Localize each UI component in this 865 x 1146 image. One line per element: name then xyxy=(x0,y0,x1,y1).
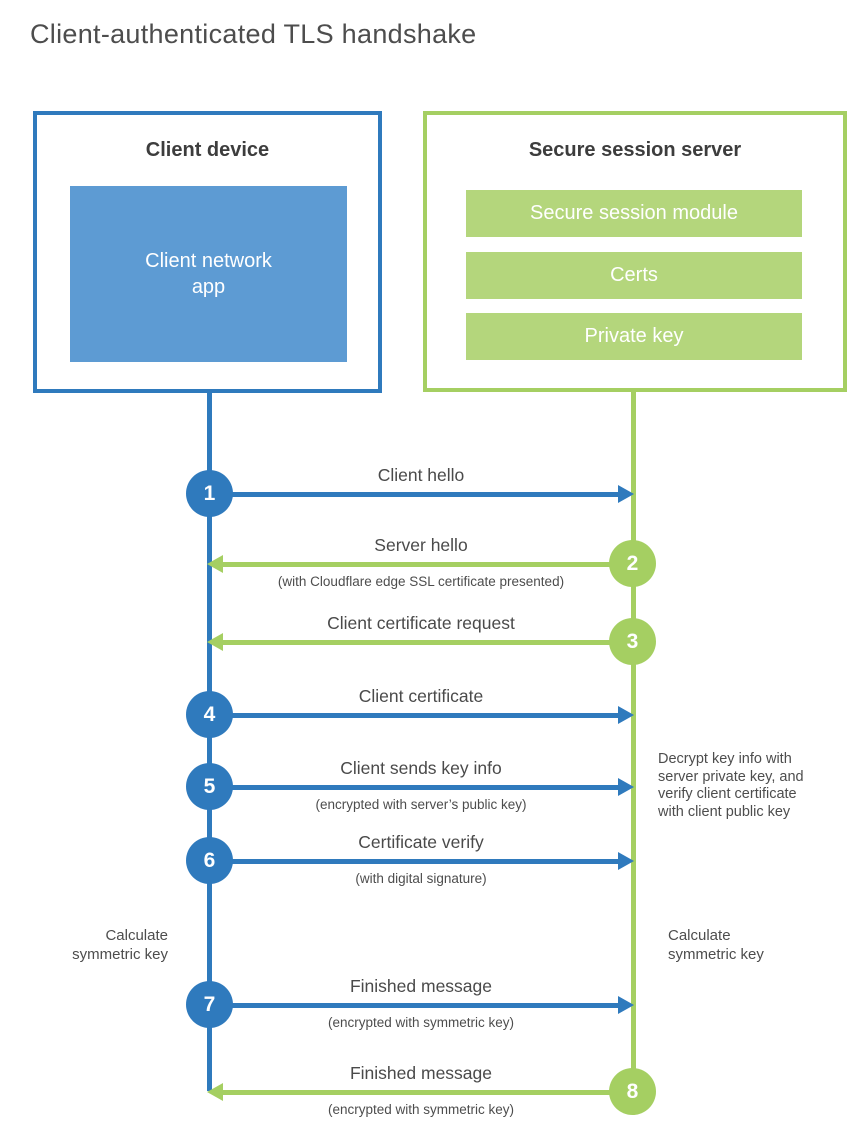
server-module-private-key: Private key xyxy=(466,313,802,360)
note-decrypt-key-info: Decrypt key info with server private key… xyxy=(658,751,804,820)
step-1-arrow xyxy=(212,492,618,497)
step-4-label: Client certificate xyxy=(358,686,484,706)
server-lifeline xyxy=(631,390,636,1092)
client-network-app-label: Client network app xyxy=(145,250,272,298)
step-4-arrowhead-icon xyxy=(618,706,634,724)
step-8-arrow xyxy=(223,1090,633,1095)
step-2-label: Server hello xyxy=(374,535,468,555)
step-1-label: Client hello xyxy=(377,465,465,485)
client-device-title: Client device xyxy=(145,139,270,161)
client-lifeline xyxy=(207,391,212,1091)
step-8-sublabel: (encrypted with symmetric key) xyxy=(327,1102,515,1117)
step-2-circle: 2 xyxy=(609,540,656,587)
step-6-arrowhead-icon xyxy=(618,852,634,870)
server-module-secure-session: Secure session module xyxy=(466,190,802,237)
step-2-sublabel: (with Cloudflare edge SSL certificate pr… xyxy=(277,574,565,589)
step-5-circle: 5 xyxy=(186,763,233,810)
step-4-arrow xyxy=(212,713,618,718)
step-2-arrowhead-icon xyxy=(207,555,223,573)
step-3-arrowhead-icon xyxy=(207,633,223,651)
note-calculate-symmetric-key-server: Calculate symmetric key xyxy=(668,927,764,963)
step-5-arrowhead-icon xyxy=(618,778,634,796)
secure-session-server-box: Secure session server Secure session mod… xyxy=(423,111,847,392)
server-module-certs: Certs xyxy=(466,252,802,299)
page-title: Client-authenticated TLS handshake xyxy=(30,19,477,49)
client-device-box: Client device Client network app xyxy=(33,111,382,393)
step-4-circle: 4 xyxy=(186,691,233,738)
step-6-circle: 6 xyxy=(186,837,233,884)
step-8-arrowhead-icon xyxy=(207,1083,223,1101)
step-7-arrow xyxy=(212,1003,618,1008)
step-5-label: Client sends key info xyxy=(340,758,502,778)
step-6-arrow xyxy=(212,859,618,864)
step-1-circle: 1 xyxy=(186,470,233,517)
step-7-arrowhead-icon xyxy=(618,996,634,1014)
step-5-arrow xyxy=(212,785,618,790)
step-7-sublabel: (encrypted with symmetric key) xyxy=(327,1015,515,1030)
server-title: Secure session server xyxy=(528,139,742,161)
step-8-label: Finished message xyxy=(349,1063,493,1083)
step-6-label: Certificate verify xyxy=(358,832,484,852)
step-2-arrow xyxy=(223,562,633,567)
client-network-app-box: Client network app xyxy=(70,186,347,362)
step-8-circle: 8 xyxy=(609,1068,656,1115)
step-6-sublabel: (with digital signature) xyxy=(355,871,487,886)
step-7-circle: 7 xyxy=(186,981,233,1028)
step-3-label: Client certificate request xyxy=(327,613,515,633)
note-calculate-symmetric-key-client: Calculate symmetric key xyxy=(72,927,168,963)
step-7-label: Finished message xyxy=(349,976,493,996)
step-3-arrow xyxy=(223,640,633,645)
step-3-circle: 3 xyxy=(609,618,656,665)
step-5-sublabel: (encrypted with server’s public key) xyxy=(315,797,527,812)
step-1-arrowhead-icon xyxy=(618,485,634,503)
